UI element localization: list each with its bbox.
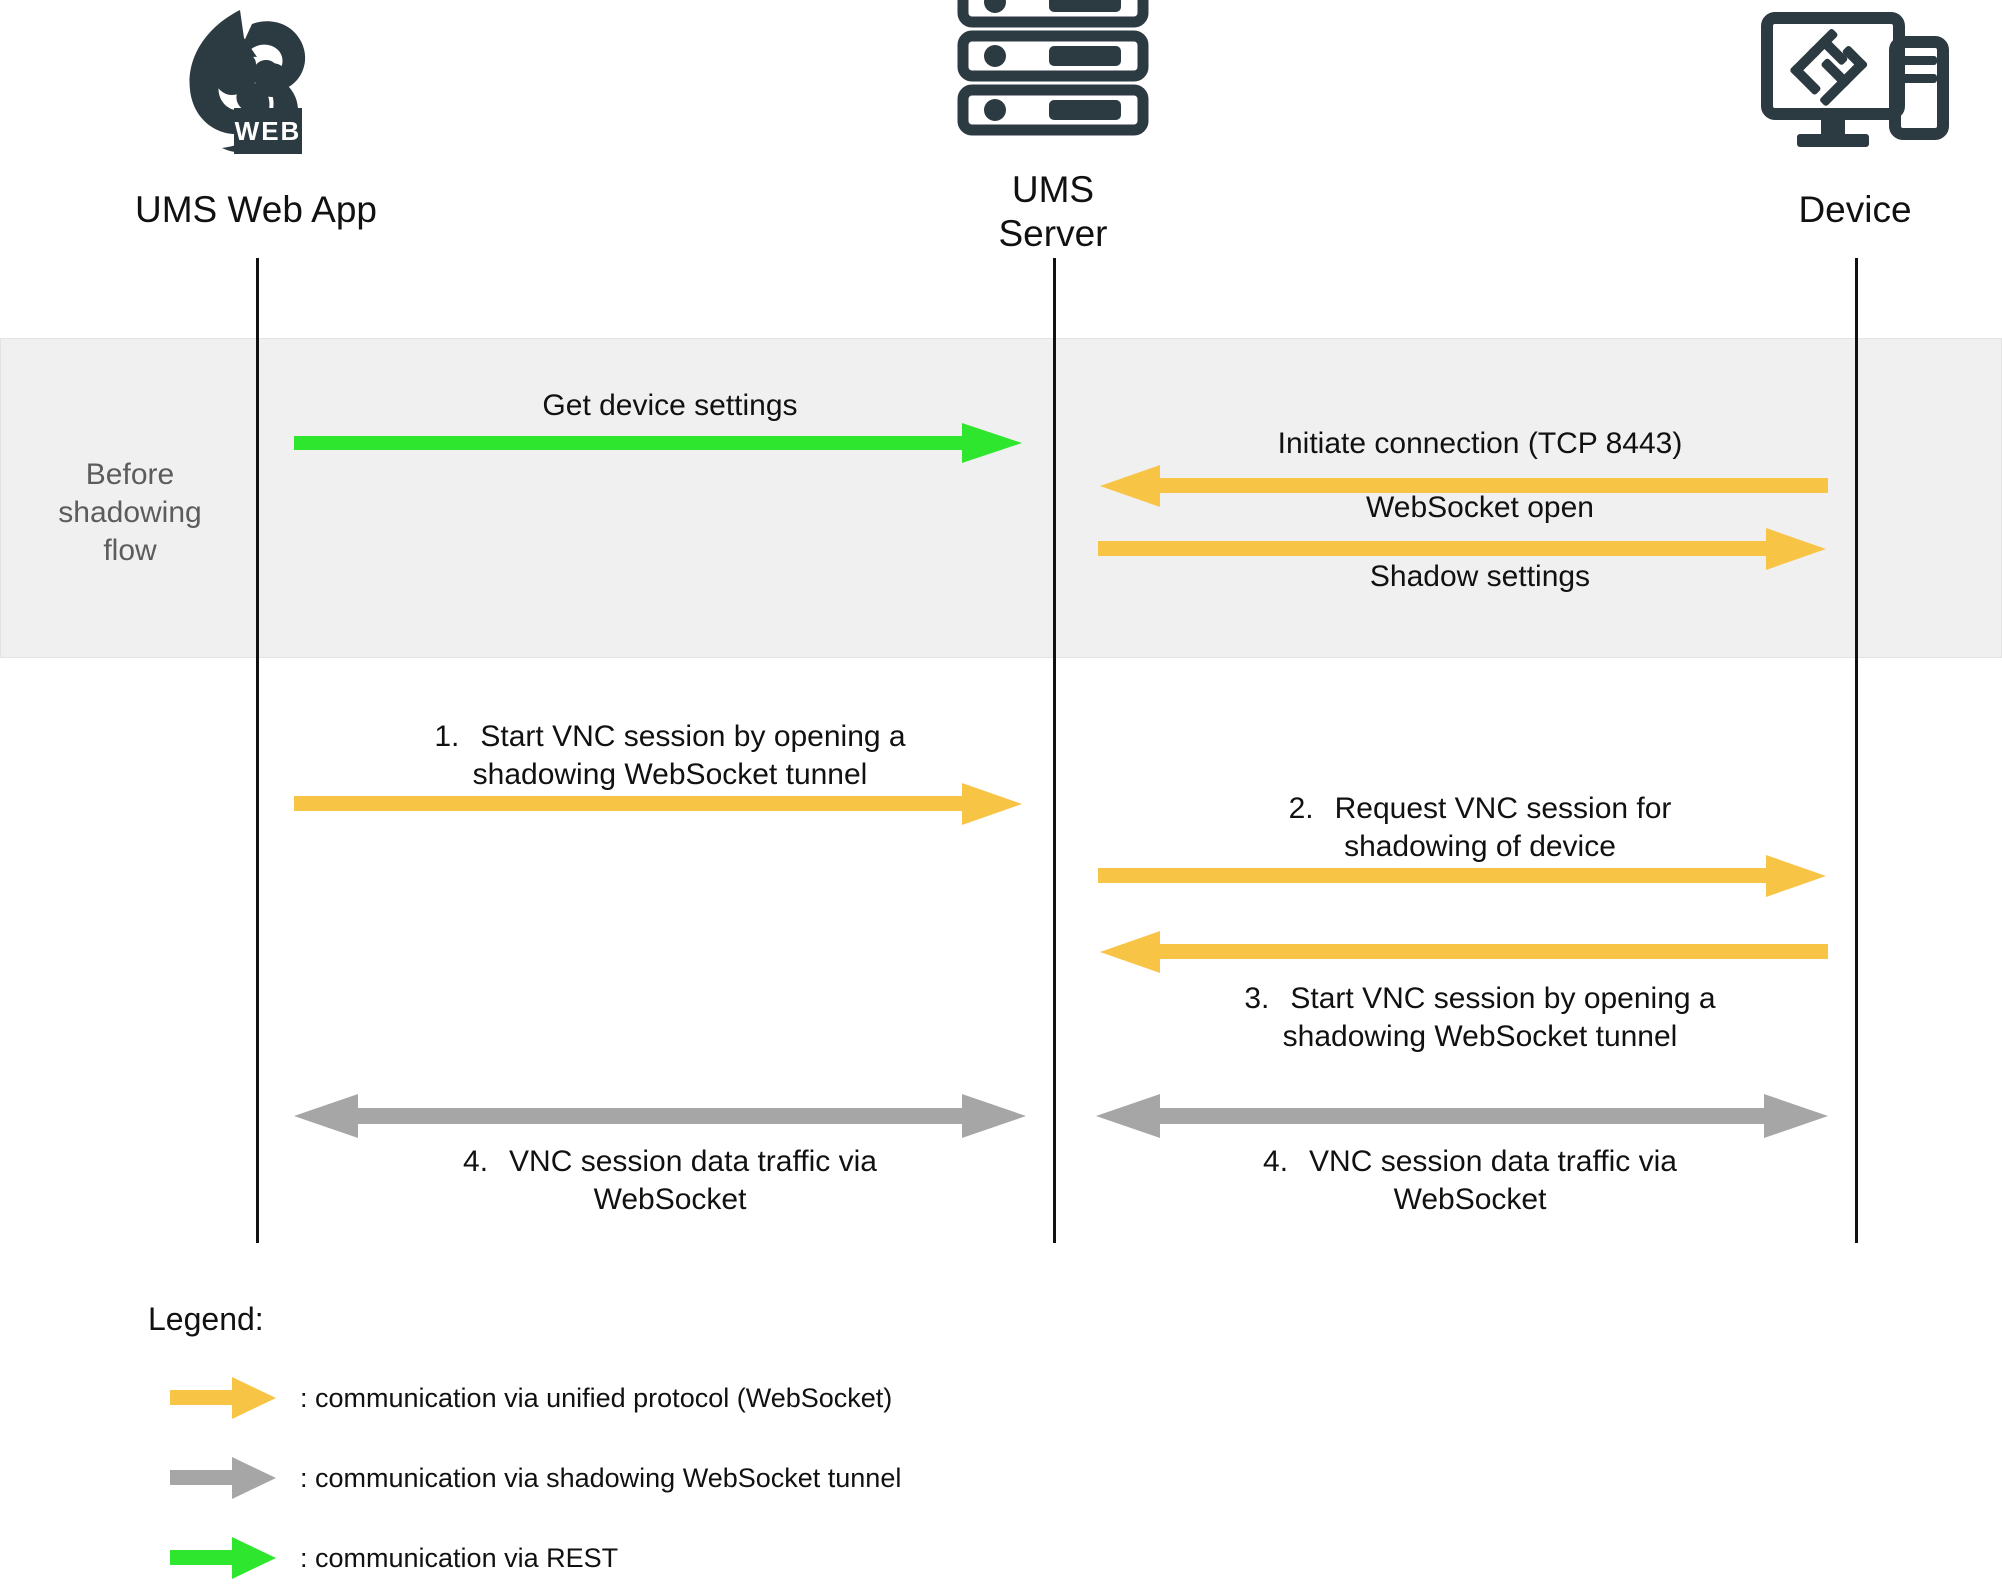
legend-arrow-rest-icon bbox=[170, 1537, 276, 1579]
step-1-line1: Start VNC session by opening a bbox=[480, 720, 906, 753]
arrow-step-1 bbox=[294, 783, 1022, 825]
phase-label-before-shadowing-flow: Before shadowing flow bbox=[58, 458, 202, 567]
arrow-step-2 bbox=[1098, 855, 1826, 897]
lifeline-device bbox=[1855, 258, 1858, 1243]
step-1-number: 1. bbox=[434, 720, 460, 753]
step-4-left-line2: WebSocket bbox=[593, 1183, 747, 1216]
actor-label-ums-server: UMS Server bbox=[998, 169, 1108, 254]
message-shadow-settings: Shadow settings bbox=[1369, 560, 1591, 593]
step-1-line2: shadowing WebSocket tunnel bbox=[472, 758, 868, 791]
desktop-computer-icon bbox=[1655, 4, 2002, 164]
message-step-3: 3. Start VNC session by opening a shadow… bbox=[1090, 980, 1870, 1056]
actor-label-device: Device bbox=[1798, 189, 1912, 230]
legend-arrow-unified-protocol-icon bbox=[170, 1377, 276, 1419]
step-3-line2: shadowing WebSocket tunnel bbox=[1282, 1020, 1678, 1053]
actor-ums-web-app: WEB UMS Web App bbox=[56, 4, 456, 232]
legend-item-shadow-tunnel: : communication via shadowing WebSocket … bbox=[170, 1455, 901, 1501]
legend-item-unified-protocol: : communication via unified protocol (We… bbox=[170, 1375, 892, 1421]
arrow-get-device-settings bbox=[294, 423, 1022, 463]
arrow-step-4-right bbox=[1096, 1094, 1828, 1138]
step-4-right-line1: VNC session data traffic via bbox=[1309, 1145, 1677, 1178]
message-step-4-left: 4. VNC session data traffic via WebSocke… bbox=[290, 1143, 1050, 1219]
ums-web-logo-icon: WEB bbox=[56, 4, 456, 164]
svg-text:WEB: WEB bbox=[235, 116, 302, 146]
step-2-line2: shadowing of device bbox=[1344, 830, 1616, 863]
actor-device: Device bbox=[1655, 4, 2002, 232]
step-3-line1: Start VNC session by opening a bbox=[1290, 982, 1716, 1015]
legend-item-rest: : communication via REST bbox=[170, 1535, 618, 1581]
step-4-right-number: 4. bbox=[1263, 1145, 1289, 1178]
step-2-number: 2. bbox=[1288, 792, 1314, 825]
message-get-device-settings: Get device settings bbox=[542, 389, 798, 422]
step-4-left-number: 4. bbox=[463, 1145, 489, 1178]
legend-label-rest: : communication via REST bbox=[300, 1543, 619, 1573]
message-step-1: 1. Start VNC session by opening a shadow… bbox=[290, 718, 1050, 794]
actor-label-ums-web-app: UMS Web App bbox=[135, 189, 377, 230]
legend-label-shadow-tunnel: : communication via shadowing WebSocket … bbox=[300, 1463, 902, 1493]
before-shadowing-band bbox=[0, 338, 2002, 658]
actor-ums-server: UMS Server bbox=[853, 0, 1253, 256]
step-4-left-line1: VNC session data traffic via bbox=[509, 1145, 877, 1178]
server-rack-icon bbox=[853, 0, 1253, 144]
message-websocket-open: WebSocket open bbox=[1366, 491, 1594, 524]
step-3-number: 3. bbox=[1244, 982, 1270, 1015]
step-2-line1: Request VNC session for bbox=[1334, 792, 1672, 825]
arrow-step-4-left bbox=[294, 1094, 1026, 1138]
message-step-2: 2. Request VNC session for shadowing of … bbox=[1090, 790, 1870, 866]
message-initiate-connection: Initiate connection (TCP 8443) bbox=[1277, 427, 1683, 460]
legend-arrow-shadow-tunnel-icon bbox=[170, 1457, 276, 1499]
message-step-4-right: 4. VNC session data traffic via WebSocke… bbox=[1090, 1143, 1850, 1219]
step-4-right-line2: WebSocket bbox=[1393, 1183, 1547, 1216]
legend-label-unified-protocol: : communication via unified protocol (We… bbox=[300, 1383, 893, 1413]
legend-title: Legend: bbox=[148, 1301, 264, 1337]
lifeline-ums-web-app bbox=[256, 258, 259, 1243]
arrow-initiate-connection bbox=[1100, 465, 1828, 507]
arrow-websocket-open bbox=[1098, 528, 1826, 570]
arrow-step-3 bbox=[1100, 931, 1828, 973]
lifeline-ums-server bbox=[1053, 258, 1056, 1243]
